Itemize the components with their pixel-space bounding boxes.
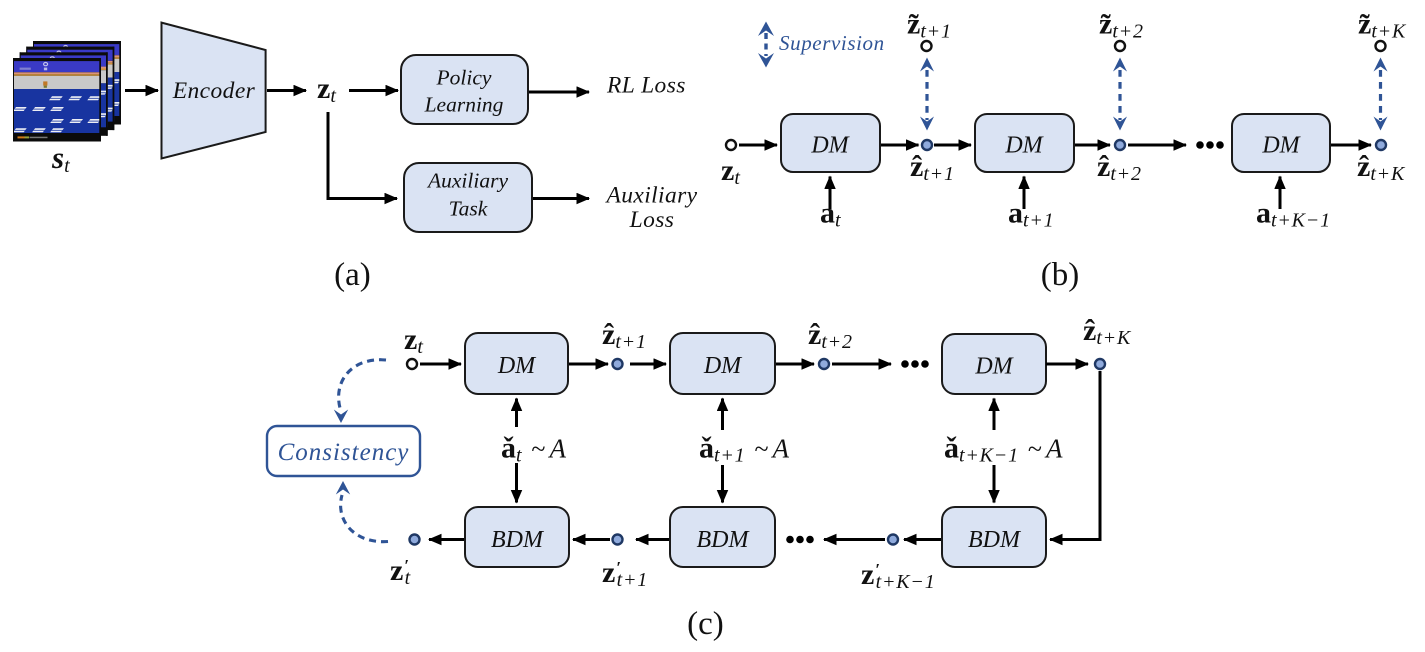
svg-text:z̃t+K: z̃t+K: [1358, 8, 1407, 43]
svg-text:Auxiliary: Auxiliary: [426, 169, 508, 193]
svg-text:ẑt+1: ẑt+1: [602, 318, 647, 353]
svg-text:Task: Task: [449, 197, 488, 221]
svg-text:Learning: Learning: [424, 93, 504, 117]
svg-text:Supervision: Supervision: [779, 31, 885, 55]
svg-text:ẑt+2: ẑt+2: [808, 318, 853, 353]
svg-text:z′t+1: z′t+1: [602, 556, 648, 591]
svg-text:at+1: at+1: [1008, 197, 1054, 232]
svg-text:BDM: BDM: [697, 527, 751, 553]
svg-text:zt: zt: [404, 323, 424, 358]
svg-text:(b): (b): [1041, 257, 1079, 293]
svg-text:ẑt+K: ẑt+K: [1357, 150, 1406, 185]
svg-text:(a): (a): [334, 257, 371, 293]
svg-text:Policy: Policy: [436, 66, 492, 90]
svg-text:z′t: z′t: [390, 554, 411, 589]
svg-text:(c): (c): [687, 606, 724, 642]
svg-text:DM: DM: [703, 353, 743, 379]
svg-text:ẑt+1: ẑt+1: [910, 150, 955, 185]
svg-text:Loss: Loss: [629, 207, 675, 233]
svg-text:DM: DM: [497, 353, 537, 379]
svg-text:z̃t+2: z̃t+2: [1099, 8, 1144, 43]
svg-text:BDM: BDM: [968, 527, 1022, 553]
svg-text:ẑt+K: ẑt+K: [1083, 314, 1132, 349]
svg-text:at+K−1: at+K−1: [1256, 197, 1331, 232]
svg-text:ǎt~A: ǎt~A: [501, 432, 566, 467]
svg-text:ǎt+1~A: ǎt+1~A: [699, 432, 790, 467]
svg-text:z′t+K−1: z′t+K−1: [861, 558, 936, 593]
svg-text:st: st: [51, 140, 70, 177]
svg-text:DM: DM: [974, 354, 1014, 380]
svg-text:Encoder: Encoder: [172, 78, 256, 104]
svg-text:DM: DM: [810, 133, 850, 159]
svg-text:at: at: [820, 197, 841, 232]
svg-text:zt: zt: [317, 72, 337, 107]
svg-text:Auxiliary: Auxiliary: [604, 183, 697, 209]
svg-text:zt: zt: [721, 154, 741, 189]
svg-text:Consistency: Consistency: [278, 439, 410, 466]
svg-text:DM: DM: [1261, 133, 1301, 159]
svg-text:z̃t+1: z̃t+1: [907, 8, 952, 43]
svg-text:ẑt+2: ẑt+2: [1097, 150, 1142, 185]
svg-text:ǎt+K−1~A: ǎt+K−1~A: [944, 432, 1063, 467]
svg-text:RL Loss: RL Loss: [606, 73, 686, 99]
svg-text:DM: DM: [1004, 133, 1044, 159]
svg-text:BDM: BDM: [491, 527, 545, 553]
